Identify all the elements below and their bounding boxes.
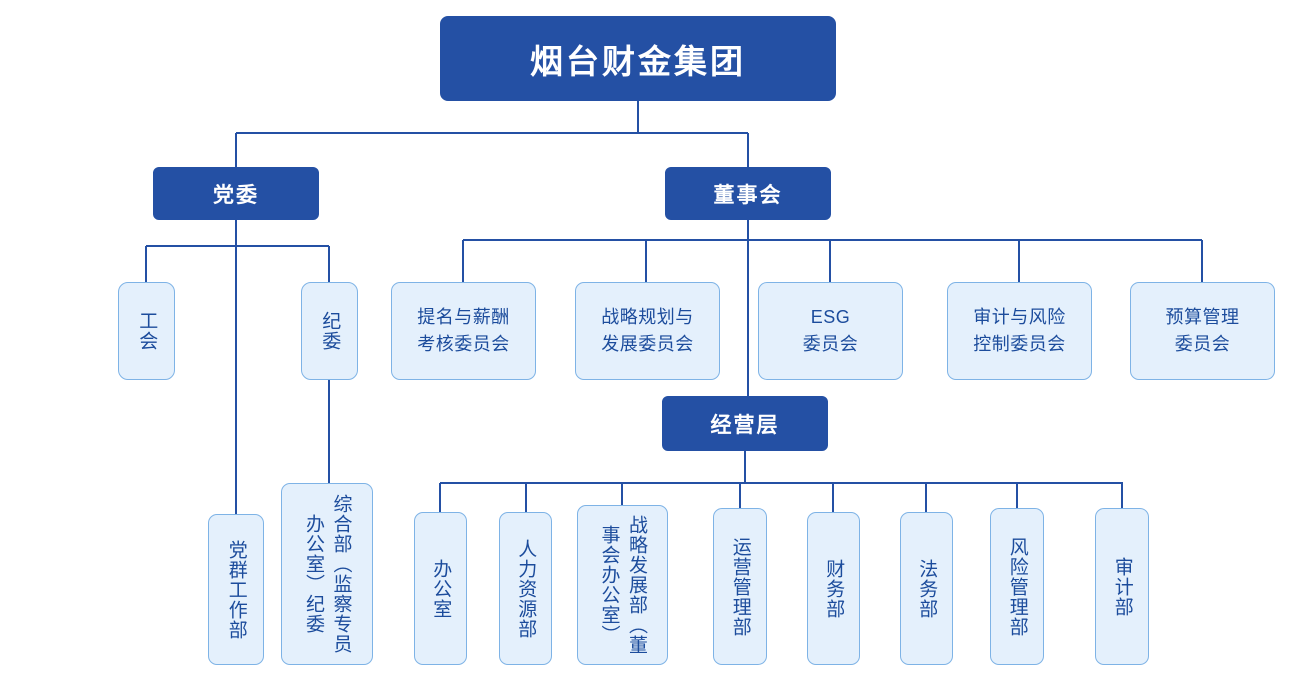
node-dept-human-resources-label: 人力资源部 [515, 538, 537, 639]
node-dept-human-resources[interactable]: 人力资源部 [499, 512, 552, 665]
node-party-committee-label: 党委 [213, 183, 259, 207]
node-dept-legal-affairs-label: 法务部 [916, 558, 938, 619]
node-committee-audit-risk-control[interactable]: 审计与风险 控制委员会 [947, 282, 1092, 380]
node-labor-union-label: 工会 [136, 311, 158, 351]
node-dept-general-office-supervision[interactable]: 综合部（监察专员办公室）纪委 [281, 483, 373, 665]
node-dept-office[interactable]: 办公室 [414, 512, 467, 665]
node-committee-budget-management[interactable]: 预算管理 委员会 [1130, 282, 1275, 380]
node-dept-audit[interactable]: 审计部 [1095, 508, 1149, 665]
node-dept-operations-management[interactable]: 运营管理部 [713, 508, 767, 665]
node-dept-strategy-development-board-office[interactable]: 战略发展部（董事会办公室） [577, 505, 668, 665]
node-board-of-directors[interactable]: 董事会 [665, 167, 831, 220]
node-dept-office-label: 办公室 [430, 558, 452, 619]
node-dept-operations-management-label: 运营管理部 [729, 536, 751, 637]
node-dept-party-mass-work[interactable]: 党群工作部 [208, 514, 264, 665]
node-dept-general-office-supervision-label: 综合部（监察专员办公室）纪委 [303, 494, 352, 654]
node-dept-finance-label: 财务部 [823, 558, 845, 619]
node-committee-nomination-remuneration[interactable]: 提名与薪酬 考核委员会 [391, 282, 536, 380]
node-committee-esg[interactable]: ESG 委员会 [758, 282, 903, 380]
node-root-group[interactable]: 烟台财金集团 [440, 16, 836, 101]
node-management-level-label: 经营层 [710, 413, 780, 437]
node-committee-audit-risk-control-line2: 控制委员会 [973, 334, 1066, 354]
node-dept-party-mass-work-label: 党群工作部 [225, 539, 247, 640]
node-committee-esg-line1: ESG [810, 307, 851, 327]
node-dept-audit-label: 审计部 [1111, 556, 1133, 617]
node-board-of-directors-label: 董事会 [713, 183, 783, 207]
node-labor-union[interactable]: 工会 [118, 282, 175, 380]
node-discipline-committee[interactable]: 纪委 [301, 282, 358, 380]
node-committee-nomination-remuneration-line2: 考核委员会 [417, 334, 510, 354]
node-committee-budget-management-line1: 预算管理 [1165, 307, 1240, 327]
node-committee-audit-risk-control-line1: 审计与风险 [973, 307, 1066, 327]
node-dept-strategy-development-board-office-label: 战略发展部（董事会办公室） [598, 515, 648, 655]
node-dept-legal-affairs[interactable]: 法务部 [900, 512, 953, 665]
node-committee-nomination-remuneration-line1: 提名与薪酬 [417, 307, 510, 327]
node-committee-esg-line2: 委员会 [802, 334, 859, 354]
node-party-committee[interactable]: 党委 [153, 167, 319, 220]
node-committee-budget-management-line2: 委员会 [1174, 334, 1231, 354]
node-dept-risk-management[interactable]: 风险管理部 [990, 508, 1044, 665]
node-committee-strategy-development[interactable]: 战略规划与 发展委员会 [575, 282, 720, 380]
node-dept-finance[interactable]: 财务部 [807, 512, 860, 665]
node-root-label: 烟台财金集团 [530, 42, 746, 80]
node-discipline-committee-label: 纪委 [319, 311, 341, 351]
node-dept-risk-management-label: 风险管理部 [1006, 536, 1028, 637]
node-management-level[interactable]: 经营层 [662, 396, 828, 451]
node-committee-strategy-development-line1: 战略规划与 [601, 307, 694, 327]
node-committee-strategy-development-line2: 发展委员会 [601, 334, 694, 354]
